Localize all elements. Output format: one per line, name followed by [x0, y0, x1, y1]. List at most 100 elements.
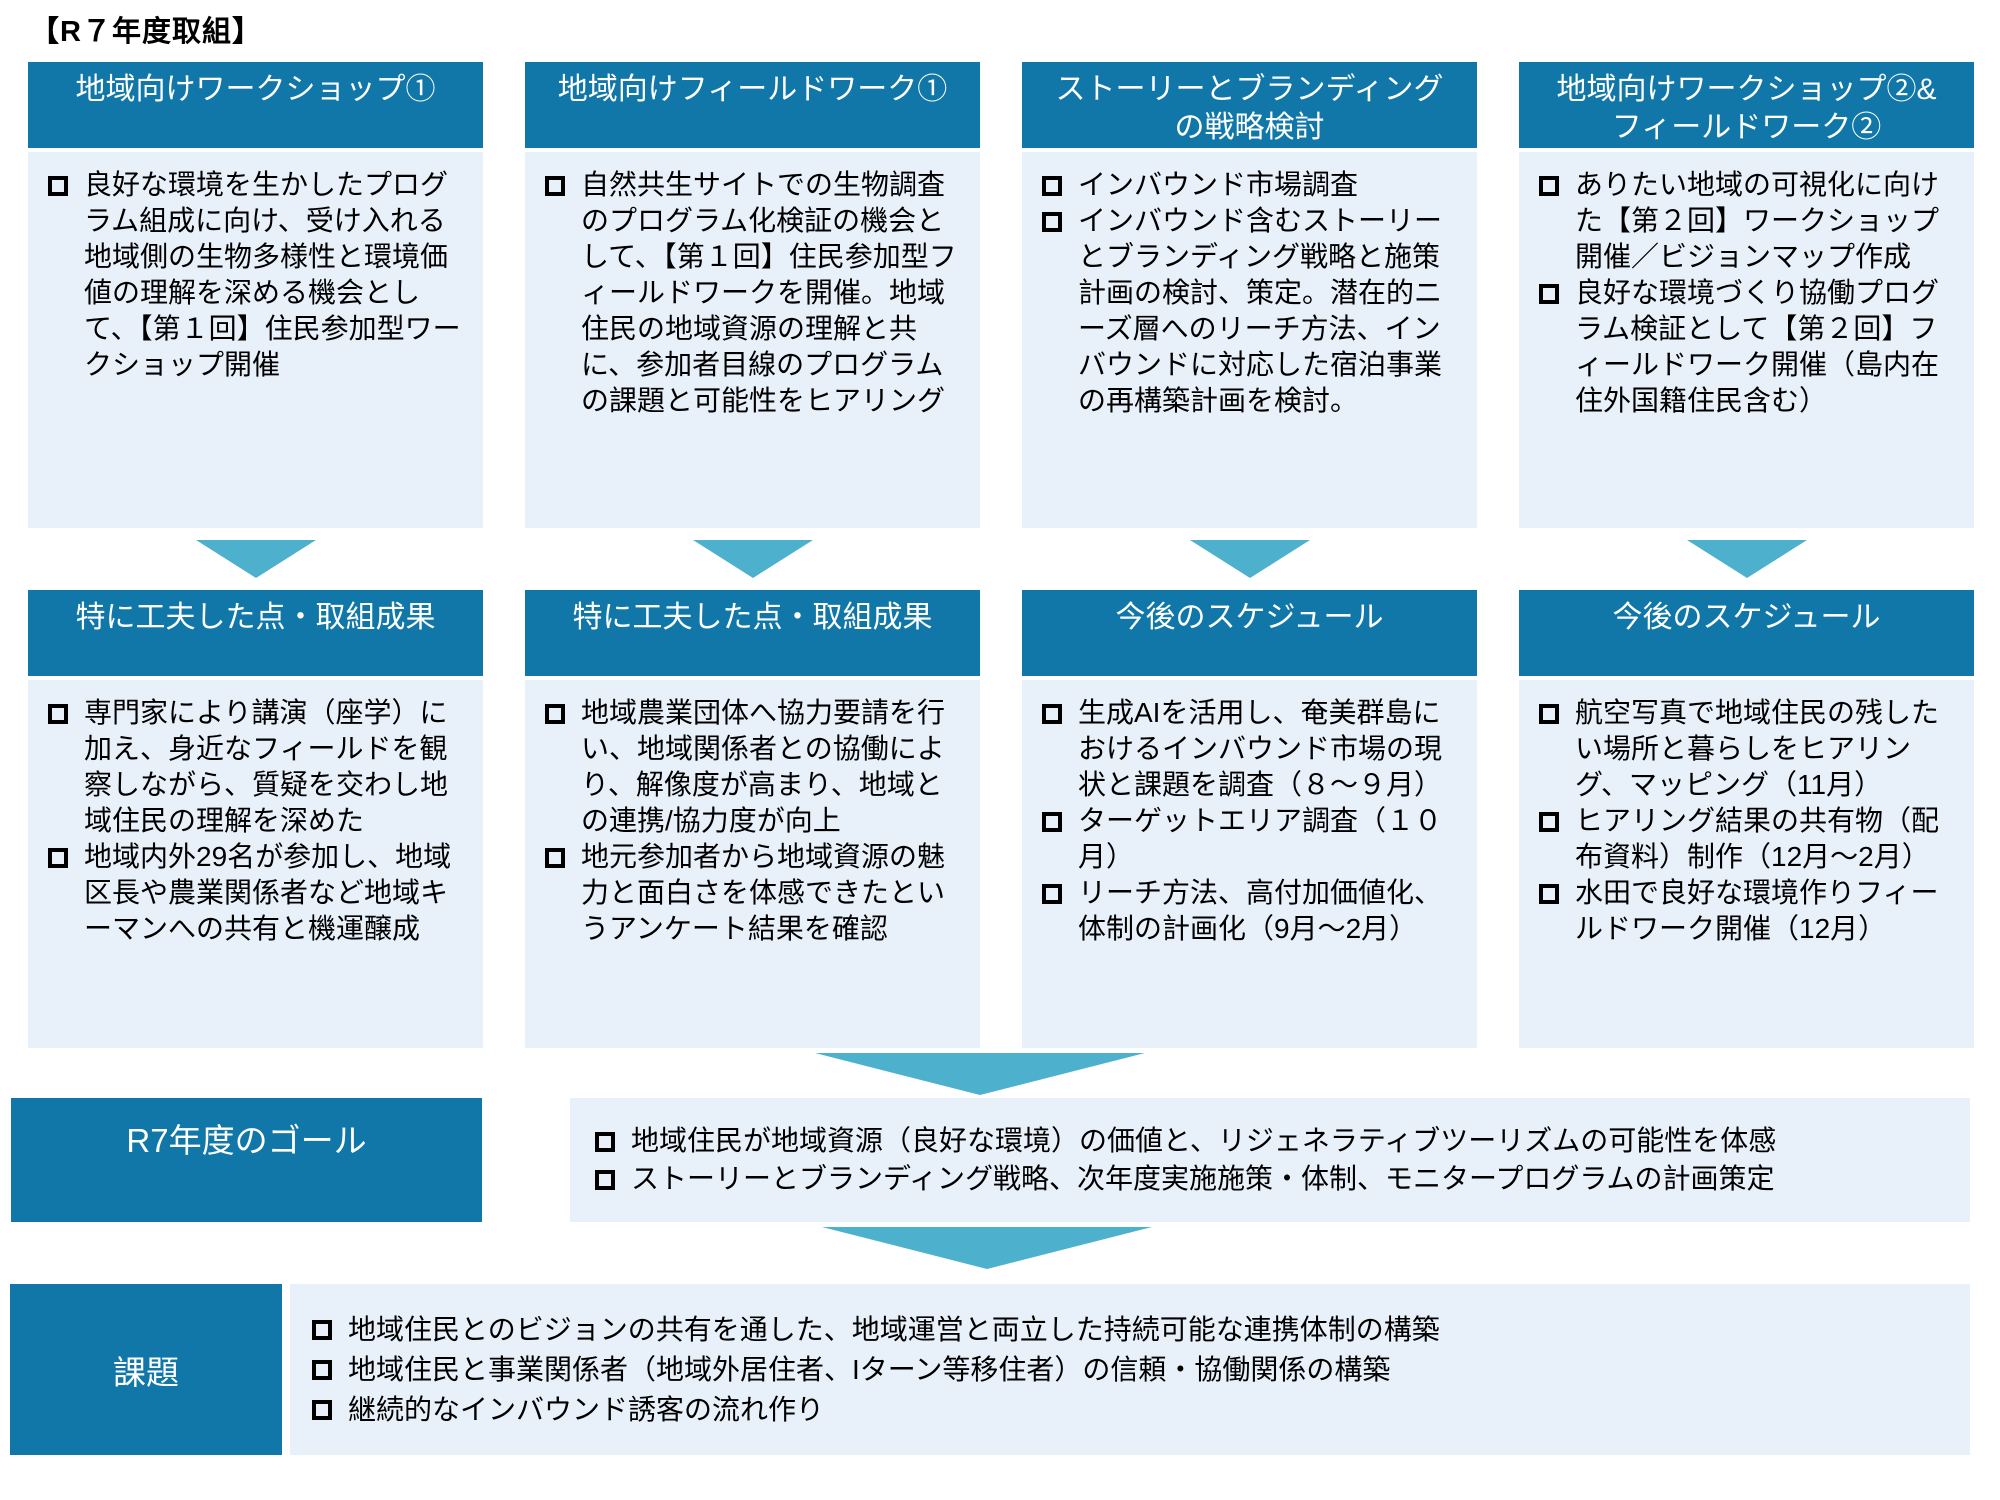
checkbox-bullet-icon: [1539, 704, 1559, 724]
list-item: 自然共生サイトでの生物調査のプログラム化検証の機会として、【第１回】住民参加型フ…: [541, 167, 968, 419]
list-item-text: 地元参加者から地域資源の魅力と面白さを体感できたというアンケート結果を確認: [581, 841, 946, 944]
down-arrow-icon: [815, 1053, 1145, 1095]
checkbox-bullet-icon: [312, 1319, 332, 1340]
checkbox-bullet-icon: [1042, 212, 1062, 232]
checkbox-bullet-icon: [545, 176, 565, 196]
checkbox-bullet-icon: [48, 176, 68, 196]
checkbox-bullet-icon: [1539, 284, 1559, 304]
down-arrow-icon: [1189, 540, 1310, 578]
list-item-text: 航空写真で地域住民の残したい場所と暮らしをヒアリング、マッピング（11月）: [1575, 697, 1940, 800]
list-item: 専門家により講演（座学）に加え、身近なフィールドを観察しながら、質疑を交わし地域…: [44, 695, 471, 839]
list-item-text: 良好な環境を生かしたプログラム組成に向け、受け入れる地域側の生物多様性と環境価値…: [84, 169, 461, 380]
down-arrow-icon: [692, 540, 813, 578]
issues-band-panel: 地域住民とのビジョンの共有を通した、地域運営と両立した持続可能な連携体制の構築 …: [290, 1284, 1970, 1455]
list-item-text: 水田で良好な環境作りフィールドワーク開催（12月）: [1575, 877, 1939, 944]
column-bottom-panel: 航空写真で地域住民の残したい場所と暮らしをヒアリング、マッピング（11月） ヒア…: [1519, 680, 1974, 1048]
list-item-text: ヒアリング結果の共有物（配布資料）制作（12月～2月）: [1575, 805, 1940, 872]
list-item: 水田で良好な環境作りフィールドワーク開催（12月）: [1535, 875, 1962, 947]
list-item: インバウンド市場調査: [1038, 167, 1465, 203]
column-arrow-zone: [28, 528, 483, 590]
list-item: 良好な環境づくり協働プログラム検証として【第２回】フィールドワーク開催（島内在住…: [1535, 275, 1962, 419]
goal-band-panel: 地域住民が地域資源（良好な環境）の価値と、リジェネラティブツーリズムの可能性を体…: [570, 1098, 1970, 1222]
list-item-text: 地域住民と事業関係者（地域外居住者、Iターン等移住者）の信頼・協働関係の構築: [348, 1353, 1391, 1385]
column-top-panel: 良好な環境を生かしたプログラム組成に向け、受け入れる地域側の生物多様性と環境価値…: [28, 152, 483, 528]
header-line: 特に工夫した点・取組成果: [75, 601, 436, 634]
list-item: 地元参加者から地域資源の魅力と面白さを体感できたというアンケート結果を確認: [541, 839, 968, 947]
list-item: 継続的なインバウンド誘客の流れ作り: [308, 1390, 1950, 1430]
down-arrow-icon: [1686, 540, 1807, 578]
checkbox-bullet-icon: [1042, 704, 1062, 724]
list-item-text: 継続的なインバウンド誘客の流れ作り: [348, 1393, 825, 1425]
list-item-text: 自然共生サイトでの生物調査のプログラム化検証の機会として、【第１回】住民参加型フ…: [581, 169, 957, 416]
header-line: の戦略検討: [1174, 111, 1325, 144]
goal-band-label-text: R7年度のゴール: [126, 1122, 367, 1159]
down-arrow-icon: [822, 1227, 1152, 1269]
header-line: ストーリーとブランディング: [1055, 73, 1444, 106]
list-item: インバウンド含むストーリーとブランディング戦略と施策計画の検討、策定。潜在的ニー…: [1038, 203, 1465, 419]
checkbox-bullet-icon: [312, 1399, 332, 1420]
checkbox-bullet-icon: [1539, 812, 1559, 832]
checkbox-bullet-icon: [1539, 176, 1559, 196]
column-workshop2-fieldwork2: 地域向けワークショップ②& フィールドワーク② ありたい地域の可視化に向けた【第…: [1519, 62, 1974, 1048]
list-item: 地域住民とのビジョンの共有を通した、地域運営と両立した持続可能な連携体制の構築: [308, 1310, 1950, 1350]
list-item-text: 生成AIを活用し、奄美群島におけるインバウンド市場の現状と課題を調査（８～９月）: [1078, 697, 1443, 800]
column-bottom-header: 特に工夫した点・取組成果: [525, 590, 980, 676]
header-line: フィールドワーク②: [1611, 111, 1882, 144]
checkbox-bullet-icon: [1042, 812, 1062, 832]
list-item-text: 良好な環境づくり協働プログラム検証として【第２回】フィールドワーク開催（島内在住…: [1575, 277, 1940, 416]
checkbox-bullet-icon: [545, 704, 565, 724]
header-line: 地域向けワークショップ②&: [1556, 73, 1937, 106]
column-arrow-zone: [525, 528, 980, 590]
list-item: ヒアリング結果の共有物（配布資料）制作（12月～2月）: [1535, 803, 1962, 875]
list-item-text: ターゲットエリア調査（１０月）: [1078, 805, 1443, 872]
column-top-header: 地域向けフィールドワーク①: [525, 62, 980, 148]
column-branding-strategy: ストーリーとブランディング の戦略検討 インバウンド市場調査 インバウンド含むス…: [1022, 62, 1477, 1048]
list-item-text: 地域内外29名が参加し、地域区長や農業関係者など地域キーマンへの共有と機運醸成: [84, 841, 452, 944]
header-line: 地域向けフィールドワーク①: [557, 73, 948, 106]
list-item-text: インバウンド含むストーリーとブランディング戦略と施策計画の検討、策定。潜在的ニー…: [1078, 205, 1443, 416]
list-item: 生成AIを活用し、奄美群島におけるインバウンド市場の現状と課題を調査（８～９月）: [1038, 695, 1465, 803]
list-item: リーチ方法、高付加価値化、体制の計画化（9月～2月）: [1038, 875, 1465, 947]
page-title: 【R７年度取組】: [30, 16, 262, 48]
column-fieldwork1: 地域向けフィールドワーク① 自然共生サイトでの生物調査のプログラム化検証の機会と…: [525, 62, 980, 1048]
list-item: ストーリーとブランディング戦略、次年度実施施策・体制、モニタープログラムの計画策…: [591, 1160, 1950, 1198]
list-item: 地域農業団体へ協力要請を行い、地域関係者との協働により、解像度が高まり、地域との…: [541, 695, 968, 839]
issues-band-label: 課題: [10, 1284, 282, 1455]
checkbox-bullet-icon: [48, 848, 68, 868]
column-top-panel: 自然共生サイトでの生物調査のプログラム化検証の機会として、【第１回】住民参加型フ…: [525, 152, 980, 528]
list-item-text: リーチ方法、高付加価値化、体制の計画化（9月～2月）: [1078, 877, 1443, 944]
list-item: 航空写真で地域住民の残したい場所と暮らしをヒアリング、マッピング（11月）: [1535, 695, 1962, 803]
checkbox-bullet-icon: [1042, 176, 1062, 196]
header-line: 特に工夫した点・取組成果: [572, 601, 933, 634]
column-bottom-header: 特に工夫した点・取組成果: [28, 590, 483, 676]
list-item-text: インバウンド市場調査: [1078, 169, 1359, 200]
column-arrow-zone: [1519, 528, 1974, 590]
column-top-header: 地域向けワークショップ①: [28, 62, 483, 148]
down-arrow-icon: [195, 540, 316, 578]
list-item: ターゲットエリア調査（１０月）: [1038, 803, 1465, 875]
column-bottom-header: 今後のスケジュール: [1519, 590, 1974, 676]
checkbox-bullet-icon: [545, 848, 565, 868]
checkbox-bullet-icon: [595, 1132, 615, 1152]
column-bottom-panel: 地域農業団体へ協力要請を行い、地域関係者との協働により、解像度が高まり、地域との…: [525, 680, 980, 1048]
list-item-text: ありたい地域の可視化に向けた【第２回】ワークショップ開催／ビジョンマップ作成: [1575, 169, 1940, 272]
list-item-text: 地域農業団体へ協力要請を行い、地域関係者との協働により、解像度が高まり、地域との…: [581, 697, 946, 836]
checkbox-bullet-icon: [312, 1359, 332, 1380]
column-arrow-zone: [1022, 528, 1477, 590]
issues-band-label-text: 課題: [113, 1353, 179, 1391]
column-bottom-panel: 専門家により講演（座学）に加え、身近なフィールドを観察しながら、質疑を交わし地域…: [28, 680, 483, 1048]
list-item-text: 地域住民が地域資源（良好な環境）の価値と、リジェネラティブツーリズムの可能性を体…: [631, 1125, 1777, 1156]
column-bottom-header: 今後のスケジュール: [1022, 590, 1477, 676]
columns-grid: 地域向けワークショップ① 良好な環境を生かしたプログラム組成に向け、受け入れる地…: [28, 62, 1974, 1048]
list-item-text: 専門家により講演（座学）に加え、身近なフィールドを観察しながら、質疑を交わし地域…: [84, 697, 449, 836]
column-top-panel: インバウンド市場調査 インバウンド含むストーリーとブランディング戦略と施策計画の…: [1022, 152, 1477, 528]
checkbox-bullet-icon: [1539, 884, 1559, 904]
checkbox-bullet-icon: [48, 704, 68, 724]
column-top-header: 地域向けワークショップ②& フィールドワーク②: [1519, 62, 1974, 148]
list-item: ありたい地域の可視化に向けた【第２回】ワークショップ開催／ビジョンマップ作成: [1535, 167, 1962, 275]
header-line: 今後のスケジュール: [1612, 601, 1881, 634]
header-line: 今後のスケジュール: [1115, 601, 1384, 634]
list-item: 地域内外29名が参加し、地域区長や農業関係者など地域キーマンへの共有と機運醸成: [44, 839, 471, 947]
list-item-text: ストーリーとブランディング戦略、次年度実施施策・体制、モニタープログラムの計画策…: [631, 1163, 1775, 1194]
column-top-panel: ありたい地域の可視化に向けた【第２回】ワークショップ開催／ビジョンマップ作成 良…: [1519, 152, 1974, 528]
